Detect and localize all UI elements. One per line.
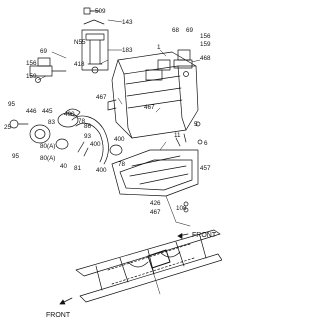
fuel-tank xyxy=(107,51,199,139)
label-81: 81 xyxy=(74,165,82,172)
label-68: 68 xyxy=(172,27,180,34)
label-n55: N55 xyxy=(74,39,86,46)
tank-protector xyxy=(111,149,199,197)
label-25: 25 xyxy=(4,124,12,131)
right-bracket-assembly xyxy=(173,49,193,77)
front-label-lower: FRONT xyxy=(46,312,71,319)
label-95-top: 95 xyxy=(8,101,16,108)
label-156-left: 156 xyxy=(26,60,37,67)
label-400-b: 400 xyxy=(90,141,101,148)
mounting-hardware xyxy=(175,121,203,213)
front-arrow-lower xyxy=(59,297,73,305)
front-label-upper: FRONT xyxy=(192,232,217,239)
label-69-left: 69 xyxy=(40,48,48,55)
label-400-a: 400 xyxy=(64,111,75,118)
leader-lines xyxy=(37,10,201,295)
label-83: 83 xyxy=(48,119,56,126)
left-bracket-assembly xyxy=(29,57,67,83)
vehicle-frame xyxy=(75,229,222,303)
label-159-left: 159 xyxy=(26,73,37,80)
label-457: 457 xyxy=(200,165,211,172)
label-446: 446 xyxy=(26,108,37,115)
label-78-a: 78 xyxy=(78,118,86,125)
label-418: 418 xyxy=(74,61,85,68)
label-11: 11 xyxy=(174,132,181,139)
label-156-right: 156 xyxy=(200,33,211,40)
label-445: 445 xyxy=(42,108,53,115)
label-40: 40 xyxy=(60,163,68,170)
label-468: 468 xyxy=(200,55,211,62)
label-80a-bottom: 80(A) xyxy=(40,155,55,162)
label-78-b: 78 xyxy=(118,161,126,168)
filler-neck-assembly xyxy=(9,108,123,165)
label-1: 1 xyxy=(157,44,161,51)
label-86: 86 xyxy=(84,123,92,130)
label-6: 6 xyxy=(204,140,208,147)
label-108: 108 xyxy=(176,205,187,212)
label-69-right: 69 xyxy=(186,27,194,34)
label-183: 183 xyxy=(122,47,133,54)
label-159-right: 159 xyxy=(200,41,211,48)
label-467-c: 467 xyxy=(150,209,161,216)
fuel-pump-assembly xyxy=(81,7,109,74)
label-143: 143 xyxy=(122,19,133,26)
label-467-b: 467 xyxy=(144,104,155,111)
label-95-bottom: 95 xyxy=(12,153,20,160)
label-93: 93 xyxy=(84,133,92,140)
label-80a-top: 80(A) xyxy=(40,143,55,150)
label-5: 5 xyxy=(194,121,198,128)
label-400-c: 400 xyxy=(96,167,107,174)
label-467-a: 467 xyxy=(96,94,107,101)
label-400-d: 400 xyxy=(114,136,125,143)
label-426: 426 xyxy=(150,200,161,207)
label-509: 509 xyxy=(95,8,106,15)
fuel-tank-exploded-diagram: 509 143 N55 183 418 69 156 159 1 68 69 1… xyxy=(4,7,222,319)
front-arrow-upper xyxy=(177,233,189,239)
